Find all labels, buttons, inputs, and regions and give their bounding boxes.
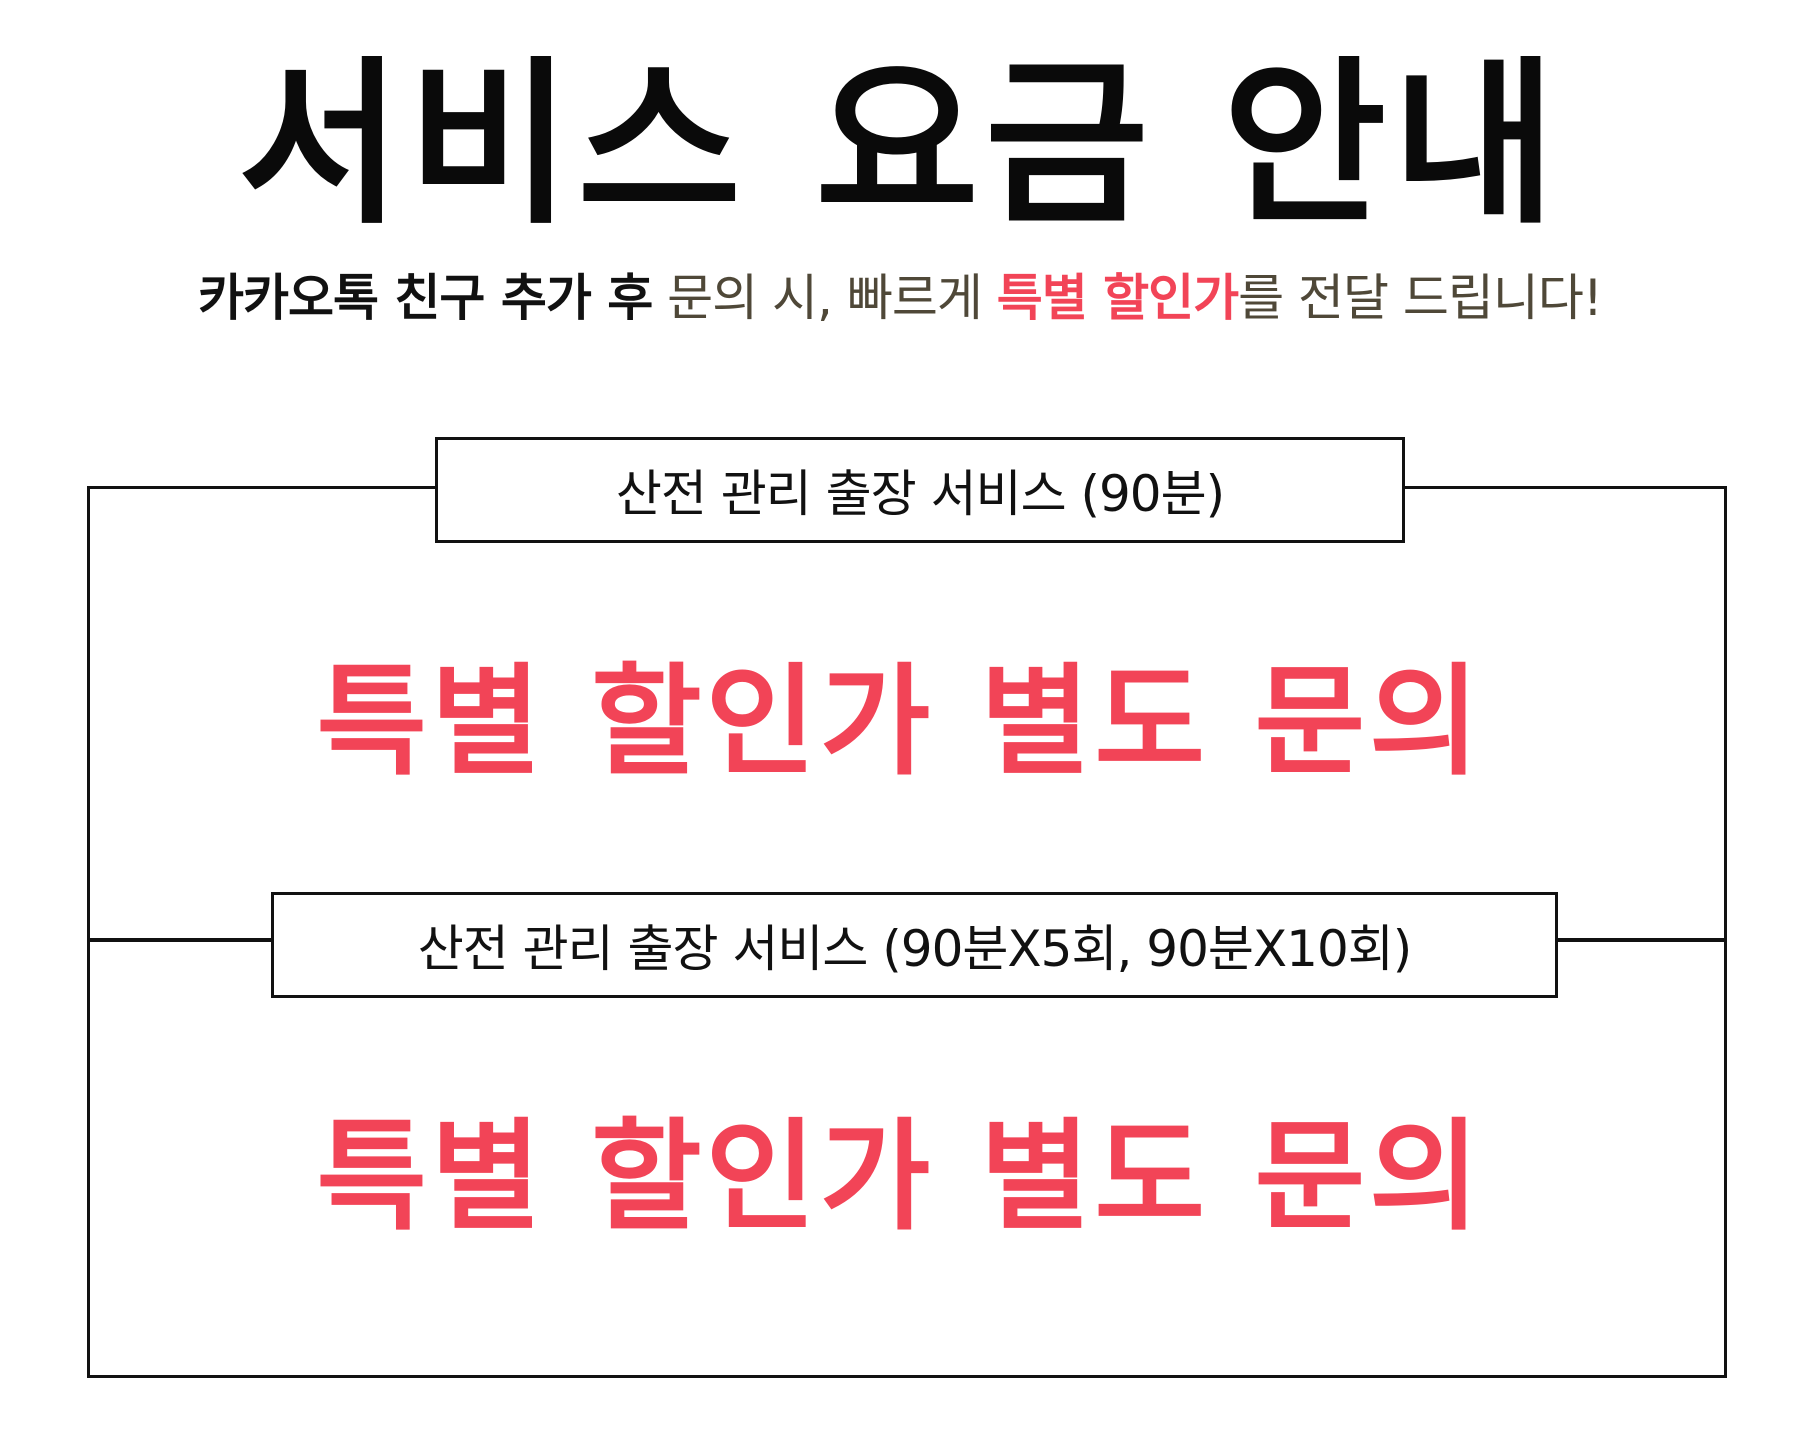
service-label-single-text: 산전 관리 출장 서비스 (90분) [615,465,1225,523]
price-single: 특별 할인가 별도 문의 [316,653,1484,792]
page-title: 서비스 요금 안내 [237,41,1563,248]
service-label-package: 산전 관리 출장 서비스 (90분X5회, 90분X10회) [271,892,1558,998]
subtitle-lead: 카카오톡 친구 추가 후 [198,269,653,327]
price-package: 특별 할인가 별도 문의 [316,1108,1484,1247]
subtitle-tail: 를 전달 드립니다! [1238,269,1603,327]
subtitle-mid: 문의 시, 빠르게 [652,269,997,327]
subtitle: 카카오톡 친구 추가 후 문의 시, 빠르게 특별 할인가를 전달 드립니다! [0,258,1800,338]
subtitle-accent: 특별 할인가 [996,269,1239,327]
service-label-package-text: 산전 관리 출장 서비스 (90분X5회, 90분X10회) [417,920,1413,978]
service-label-single: 산전 관리 출장 서비스 (90분) [435,437,1405,543]
